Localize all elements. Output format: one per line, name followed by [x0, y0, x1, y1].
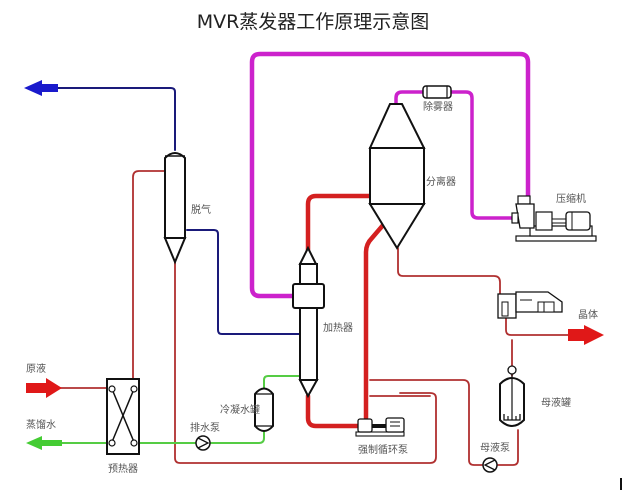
vent-arrow-icon — [24, 80, 58, 96]
demister — [422, 85, 452, 99]
heater-label: 加热器 — [323, 321, 353, 334]
condensate-tank — [254, 387, 274, 432]
degas-label: 脱气 — [191, 203, 211, 216]
preheater-to-degas-line — [132, 170, 166, 389]
preheater-label: 预热器 — [108, 462, 138, 475]
diagram-title: MVR蒸发器工作原理示意图 — [197, 11, 430, 33]
demister-label: 除雾器 — [423, 100, 453, 113]
condensate-to-drain-line — [209, 429, 265, 444]
heater-vessel — [292, 245, 325, 399]
mother-liquor-pump-icon — [482, 457, 498, 473]
mother-liquor-return-line — [497, 429, 519, 466]
heater-vent-line — [186, 229, 301, 335]
crystal-dryer — [497, 291, 563, 319]
compressor-label: 压缩机 — [556, 192, 586, 205]
mother-pump-to-loop-line — [369, 379, 483, 466]
crystal-arrow-icon — [568, 325, 604, 345]
feed-arrow-icon — [26, 378, 62, 398]
separator-vapor-line — [394, 90, 425, 106]
mother-liquor-pump-label: 母液泵 — [480, 441, 510, 454]
degas-column — [163, 152, 187, 265]
condensate-tank-label: 冷凝水罐 — [220, 403, 260, 416]
distilled-water-label: 蒸馏水 — [26, 418, 56, 431]
separator-vessel — [368, 103, 426, 250]
degas-bottom-line — [174, 261, 437, 464]
corner-marker — [620, 478, 622, 490]
heater-bottom-to-pump-line — [305, 393, 363, 429]
compressed-vapor-line — [249, 51, 531, 299]
vent-gas-line — [57, 87, 176, 151]
separator-to-dryer-line — [397, 247, 501, 295]
drain-pump-icon — [195, 435, 211, 451]
crystal-out-line — [505, 317, 573, 336]
forced-circulation-pump-label: 强制循环泵 — [358, 443, 408, 456]
crystal-label: 晶体 — [578, 309, 598, 321]
forced-circulation-pump — [355, 417, 405, 437]
preheater — [106, 378, 140, 455]
demister-to-compressor-line — [449, 90, 516, 220]
mother-liquor-tank — [499, 365, 525, 427]
distilled-water-arrow-icon — [26, 436, 62, 450]
mother-liquor-tank-label: 母液罐 — [541, 396, 571, 409]
compressor — [511, 195, 597, 242]
heater-condensate-line — [263, 375, 301, 389]
drain-pump-label: 排水泵 — [190, 421, 220, 434]
heater-to-separator-line — [305, 193, 375, 253]
feed-label: 原液 — [26, 362, 46, 375]
separator-to-pump-line — [363, 221, 387, 421]
separator-label: 分离器 — [426, 175, 456, 188]
